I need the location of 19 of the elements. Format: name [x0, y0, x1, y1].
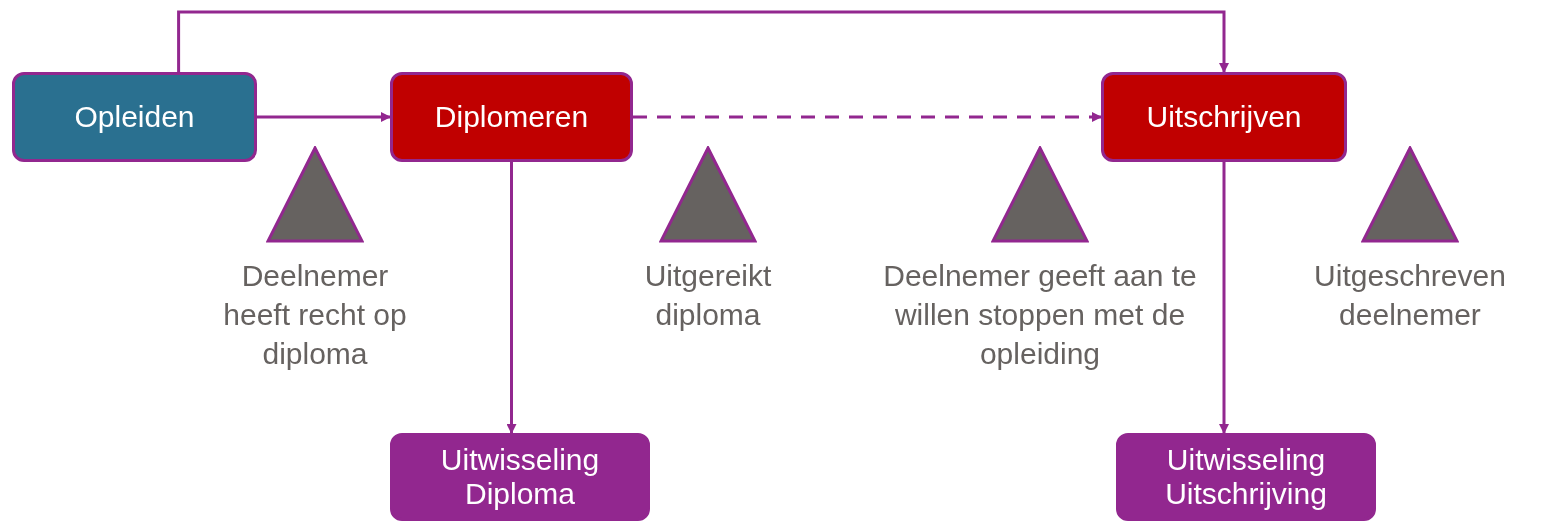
state-box	[1101, 72, 1347, 162]
milestone-label: Uitgereikt diploma	[643, 258, 773, 333]
node-label: Uitwisseling Diploma	[439, 442, 601, 512]
exchange-box	[390, 433, 650, 521]
arrow	[177, 10, 1229, 73]
node-label: Uitschrijven	[1146, 99, 1302, 135]
node-label: Uitwisseling Uitschrijving	[1164, 442, 1328, 512]
arrow	[1219, 162, 1229, 434]
exchange-box	[1116, 433, 1376, 521]
state-box	[390, 72, 633, 162]
milestone-label: Deelnemer heeft recht op diploma	[222, 258, 408, 372]
node-label: Opleiden	[74, 99, 195, 135]
node-label: Diplomeren	[434, 99, 589, 135]
milestone-label: Deelnemer geeft aan te willen stoppen met de opleiding	[882, 258, 1198, 372]
state-box	[12, 72, 257, 162]
arrow	[633, 112, 1102, 122]
arrow	[257, 112, 391, 122]
arrow	[506, 162, 517, 434]
milestone-label: Uitgeschreven deelnemer	[1313, 258, 1507, 333]
